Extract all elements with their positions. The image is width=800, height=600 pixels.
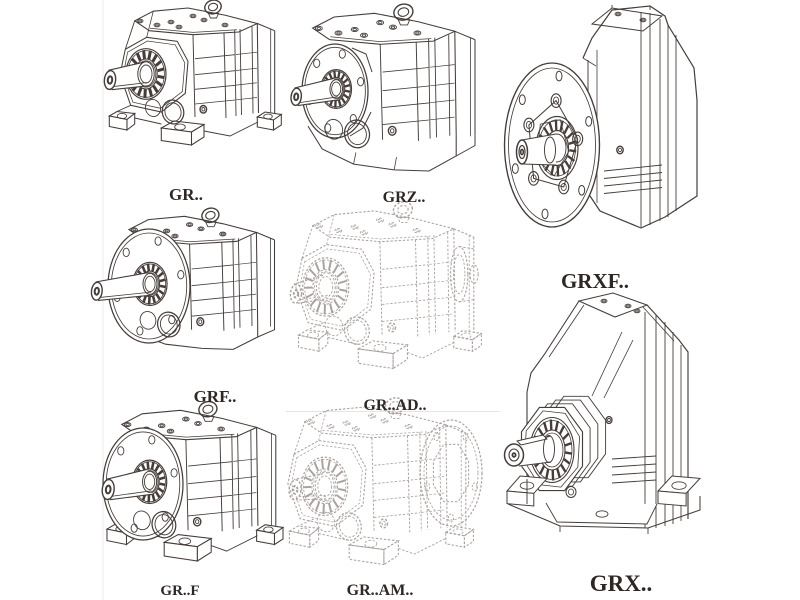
svg-text:GRX..: GRX.. xyxy=(590,571,653,596)
svg-text:GR..: GR.. xyxy=(169,185,203,204)
svg-text:GRZ..: GRZ.. xyxy=(383,189,426,206)
svg-text:GR..F: GR..F xyxy=(160,583,199,599)
svg-text:GR..AD..: GR..AD.. xyxy=(363,397,426,414)
svg-text:GR..AM..: GR..AM.. xyxy=(347,582,414,599)
svg-text:GRXF..: GRXF.. xyxy=(561,269,629,293)
svg-text:GRF..: GRF.. xyxy=(194,387,237,406)
